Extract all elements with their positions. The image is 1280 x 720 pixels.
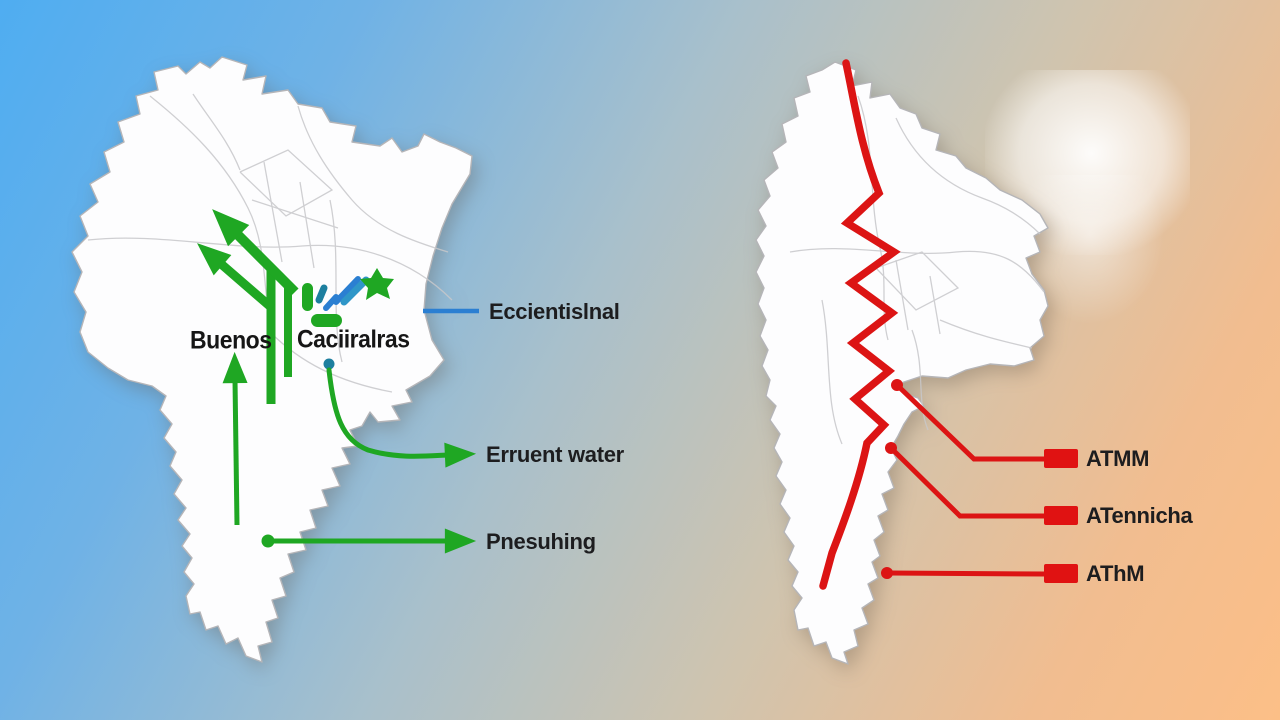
red-legend-swatch-2 <box>1044 506 1078 525</box>
callout-label-erruent-water: Erruent water <box>486 442 624 467</box>
red-callout-line-1 <box>895 383 1044 462</box>
red-legend-swatch-3 <box>1044 564 1078 583</box>
right-map-outline <box>755 61 1049 665</box>
green-point-marker <box>261 534 275 548</box>
green-curve-arrow-erruent <box>326 367 477 468</box>
green-arrow-northwest-2 <box>197 243 275 312</box>
callout-label-eccientislnal: Eccientislnal <box>489 299 620 324</box>
teal-dash-long <box>340 276 370 306</box>
red-callout-line-2 <box>889 446 1044 519</box>
blue-dash-long <box>333 276 361 305</box>
left-map-province-lines <box>87 93 453 393</box>
red-zigzag-route <box>819 59 901 590</box>
blue-dash-short <box>323 294 339 311</box>
red-callout-line-3 <box>886 570 1045 577</box>
left-map-annotations <box>197 209 479 554</box>
right-map-annotations <box>819 59 1078 590</box>
teal-point-marker <box>323 358 335 370</box>
legend-label-atennicha: ATennicha <box>1086 503 1193 528</box>
region-label-caciiralras: Caciiralras <box>297 325 410 354</box>
teal-small-dash <box>315 284 328 304</box>
green-marker-vertical <box>302 283 313 311</box>
green-arrow-up <box>222 351 248 526</box>
callout-label-pnesuhing: Pnesuhing <box>486 529 596 554</box>
legend-label-atmm: ATMM <box>1086 446 1150 471</box>
region-label-buenos: Buenos <box>190 326 272 355</box>
green-marker-horizontal <box>311 314 342 327</box>
legend-label-athm: AThM <box>1086 561 1145 586</box>
red-legend-swatch-1 <box>1044 449 1078 468</box>
green-arrow-northwest-1 <box>212 209 299 296</box>
green-star-icon <box>360 268 394 300</box>
